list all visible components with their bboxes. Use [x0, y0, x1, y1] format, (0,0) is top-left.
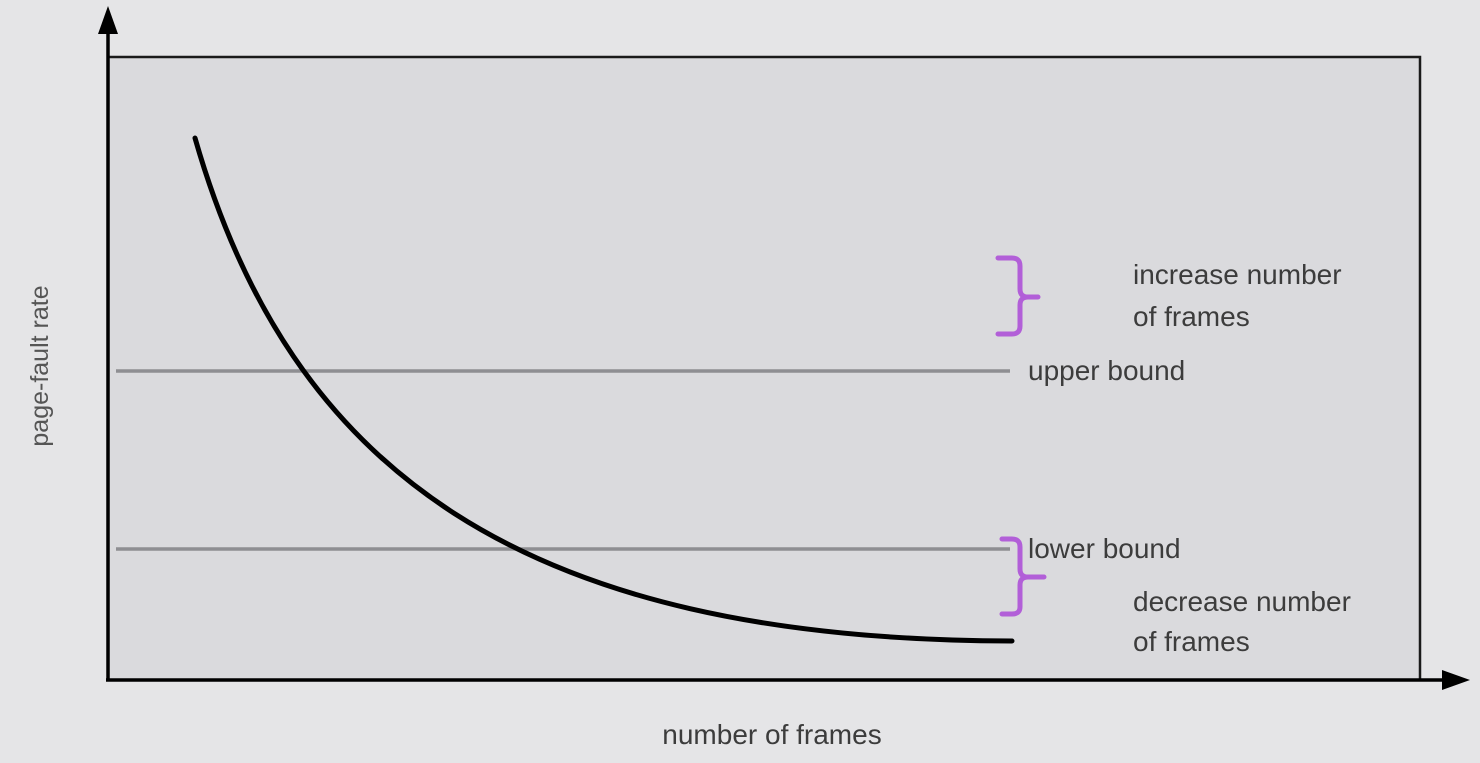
plot-area	[106, 55, 1422, 682]
lower-bound-label: lower bound	[1028, 533, 1181, 564]
increase-brace-icon	[995, 255, 1041, 337]
y-axis-label: page-fault rate	[26, 285, 54, 446]
decrease-label-line2: of frames	[1133, 626, 1250, 657]
upper-bound-label: upper bound	[1028, 355, 1185, 386]
increase-label-line1: increase number	[1133, 259, 1342, 290]
page-fault-curve	[192, 135, 1015, 644]
decrease-brace-icon	[999, 536, 1047, 617]
x-axis-label: number of frames	[662, 719, 881, 750]
increase-label-line2: of frames	[1133, 301, 1250, 332]
y-axis-arrowhead	[98, 6, 118, 34]
x-axis-arrowhead	[1442, 670, 1470, 690]
decrease-label-line1: decrease number	[1133, 586, 1351, 617]
